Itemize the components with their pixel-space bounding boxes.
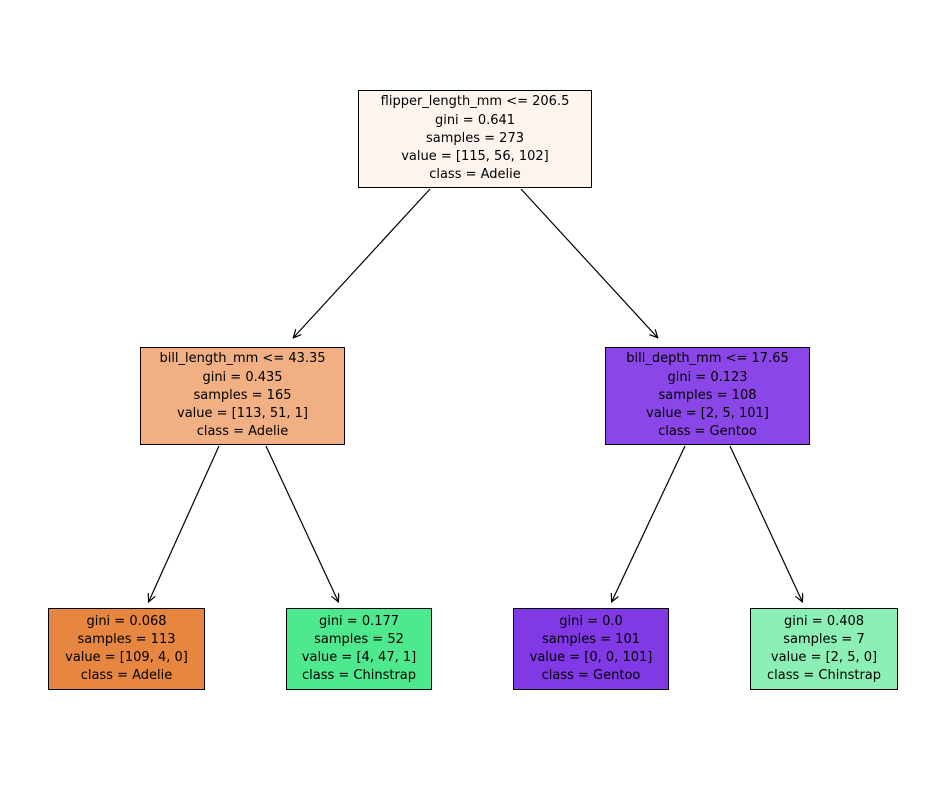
node-gini: gini = 0.177 [318, 613, 400, 629]
edge-left-child-to-leaf-2 [265, 445, 338, 601]
node-value: value = [115, 56, 102] [401, 149, 549, 165]
tree-node-leaf-3: gini = 0.0 samples = 101 value = [0, 0, … [513, 608, 669, 690]
node-samples: samples = 165 [193, 387, 292, 403]
node-gini: gini = 0.123 [667, 369, 748, 385]
node-split-condition: bill_depth_mm <= 17.65 [626, 351, 789, 367]
edge-left-child-to-leaf-1 [149, 445, 220, 601]
node-class: class = Adelie [196, 424, 289, 440]
node-class: class = Chinstrap [301, 668, 417, 684]
node-gini: gini = 0.408 [783, 613, 865, 629]
tree-node-root: flipper_length_mm <= 206.5 gini = 0.641 … [358, 90, 592, 188]
edge-root-to-right-child [520, 188, 657, 337]
node-samples: samples = 108 [658, 387, 757, 403]
node-value: value = [2, 5, 0] [770, 650, 878, 665]
tree-node-leaf-4: gini = 0.408 samples = 7 value = [2, 5, … [750, 608, 898, 690]
node-value: value = [4, 47, 1] [301, 650, 417, 665]
node-samples: samples = 113 [77, 631, 176, 647]
node-split-condition: flipper_length_mm <= 206.5 [380, 94, 570, 110]
node-class: class = Gentoo [541, 668, 641, 684]
tree-node-leaf-1: gini = 0.068 samples = 113 value = [109,… [48, 608, 205, 690]
node-samples: samples = 273 [425, 130, 524, 146]
edge-right-child-to-leaf-3 [612, 445, 686, 601]
edge-root-to-left-child [294, 188, 431, 337]
node-gini: gini = 0.068 [86, 613, 167, 629]
node-gini: gini = 0.435 [202, 369, 283, 385]
node-value: value = [0, 0, 101] [529, 650, 653, 665]
tree-node-internal-right: bill_depth_mm <= 17.65 gini = 0.123 samp… [605, 347, 810, 445]
node-class: class = Adelie [80, 668, 173, 684]
tree-node-leaf-2: gini = 0.177 samples = 52 value = [4, 47… [286, 608, 432, 690]
tree-node-internal-left: bill_length_mm <= 43.35 gini = 0.435 sam… [140, 347, 345, 445]
node-samples: samples = 7 [783, 631, 865, 647]
node-class: class = Chinstrap [766, 668, 882, 684]
node-samples: samples = 101 [541, 631, 640, 647]
node-value: value = [113, 51, 1] [177, 406, 308, 422]
node-value: value = [2, 5, 101] [646, 406, 769, 422]
node-class: class = Gentoo [658, 424, 757, 440]
node-gini: gini = 0.641 [434, 112, 516, 128]
node-split-condition: bill_length_mm <= 43.35 [159, 351, 326, 367]
node-class: class = Adelie [429, 167, 521, 183]
node-gini: gini = 0.0 [559, 613, 623, 629]
node-samples: samples = 52 [314, 631, 404, 647]
node-value: value = [109, 4, 0] [65, 650, 188, 665]
edge-right-child-to-leaf-4 [729, 445, 802, 601]
